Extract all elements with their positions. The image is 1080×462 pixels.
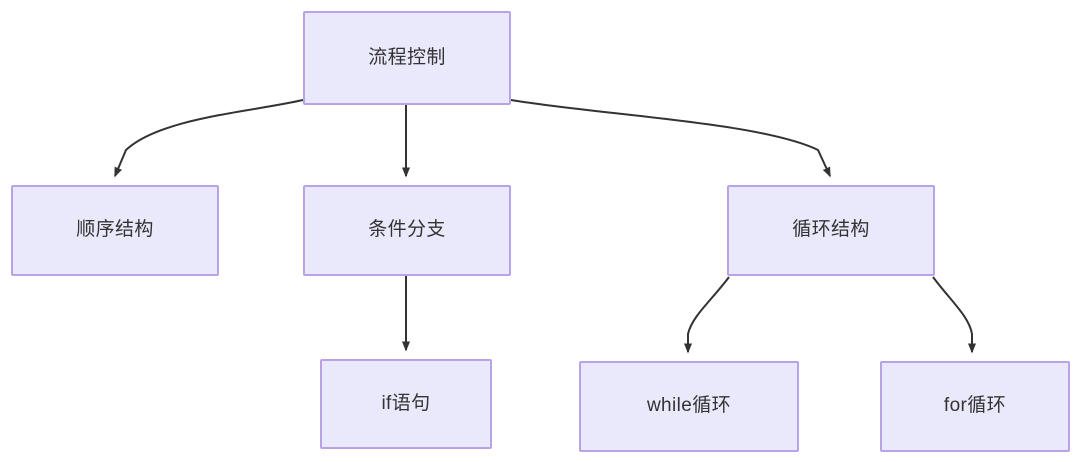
node-label: 流程控制 <box>368 46 446 68</box>
node-conditional-branch[interactable]: 条件分支 <box>303 185 511 276</box>
edge-root-to-loop <box>510 99 831 178</box>
node-if-statement[interactable]: if语句 <box>320 359 492 449</box>
edge-root-to-sequence <box>114 99 304 178</box>
node-label: 条件分支 <box>368 219 446 241</box>
node-label: if语句 <box>381 392 431 414</box>
node-for-loop[interactable]: for循环 <box>880 361 1070 452</box>
edge-loop-to-while <box>684 276 730 354</box>
node-while-loop[interactable]: while循环 <box>579 361 799 452</box>
node-label: for循环 <box>943 395 1007 417</box>
edge-loop-to-for <box>932 276 976 354</box>
node-loop-structure[interactable]: 循环结构 <box>727 185 935 276</box>
node-flow-control[interactable]: 流程控制 <box>303 11 511 105</box>
node-sequence-structure[interactable]: 顺序结构 <box>11 185 219 276</box>
node-label: while循环 <box>646 395 732 417</box>
node-label: 顺序结构 <box>76 219 154 241</box>
node-label: 循环结构 <box>792 219 870 241</box>
